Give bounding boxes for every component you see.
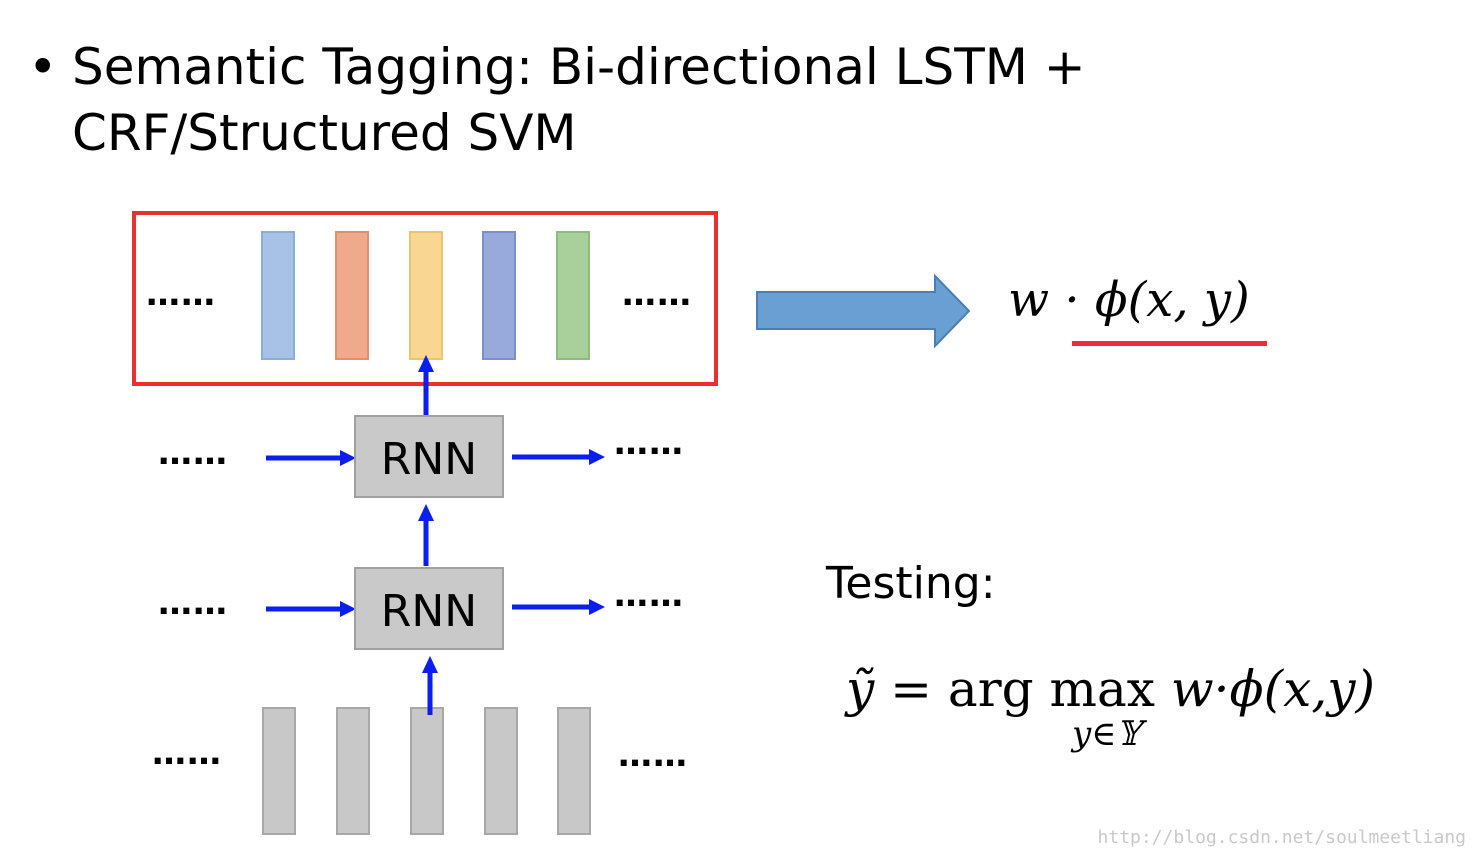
arrowhead-right-2 [589, 449, 605, 465]
rnn-top-ellipsis-right: …… [614, 423, 684, 463]
input-ellipsis-right: …… [618, 735, 688, 775]
arrowhead-right-1 [340, 450, 356, 466]
title-text: Semantic Tagging: Bi-directional LSTM + … [72, 38, 1086, 162]
big-right-arrow [756, 273, 971, 349]
output-vector-1 [261, 231, 295, 360]
rnn-box-top [354, 415, 504, 498]
input-vectors [262, 707, 591, 835]
input-ellipsis-left: …… [152, 733, 222, 773]
input-vector-5 [557, 707, 591, 835]
output-vectors [261, 231, 590, 360]
testing-label: Testing: [826, 558, 996, 609]
argmax-operator: = arg max [874, 660, 1171, 718]
output-vector-3 [409, 231, 443, 360]
arrowhead-up-3 [422, 656, 438, 673]
arrowhead-up-2 [418, 504, 434, 521]
output-vector-2 [335, 231, 369, 360]
output-vector-5 [556, 231, 590, 360]
arrowhead-right-4 [589, 599, 605, 615]
watermark: http://blog.csdn.net/soulmeetliang [1097, 827, 1466, 848]
rnn-bottom-ellipsis-left: …… [158, 583, 228, 623]
rnn-box-bottom [354, 567, 504, 650]
argmax-lhs: ỹ [846, 660, 875, 718]
argmax-rhs: w·ϕ(x,y) [1170, 660, 1375, 718]
output-ellipsis-left: …… [146, 274, 216, 314]
arrowhead-right-3 [340, 601, 356, 617]
input-vector-1 [262, 707, 296, 835]
input-vector-3 [410, 707, 444, 835]
output-vector-4 [482, 231, 516, 360]
rnn-label-bottom: RNN [381, 586, 477, 637]
rnn-bottom-ellipsis-right: …… [614, 575, 684, 615]
arrowhead-up-1 [418, 355, 434, 372]
rnn-label-top: RNN [381, 434, 477, 485]
score-formula: w · ϕ(x, y) [1008, 272, 1250, 328]
rnn-top-ellipsis-left: …… [158, 433, 228, 473]
bullet: • [28, 38, 58, 96]
argmax-subscript: y∈𝕐 [1072, 714, 1141, 754]
input-vector-2 [336, 707, 370, 835]
argmax-formula: ỹ = arg max w·ϕ(x,y) [846, 660, 1375, 718]
output-ellipsis-right: …… [622, 274, 692, 314]
input-vector-4 [484, 707, 518, 835]
score-formula-underline [1072, 341, 1267, 346]
